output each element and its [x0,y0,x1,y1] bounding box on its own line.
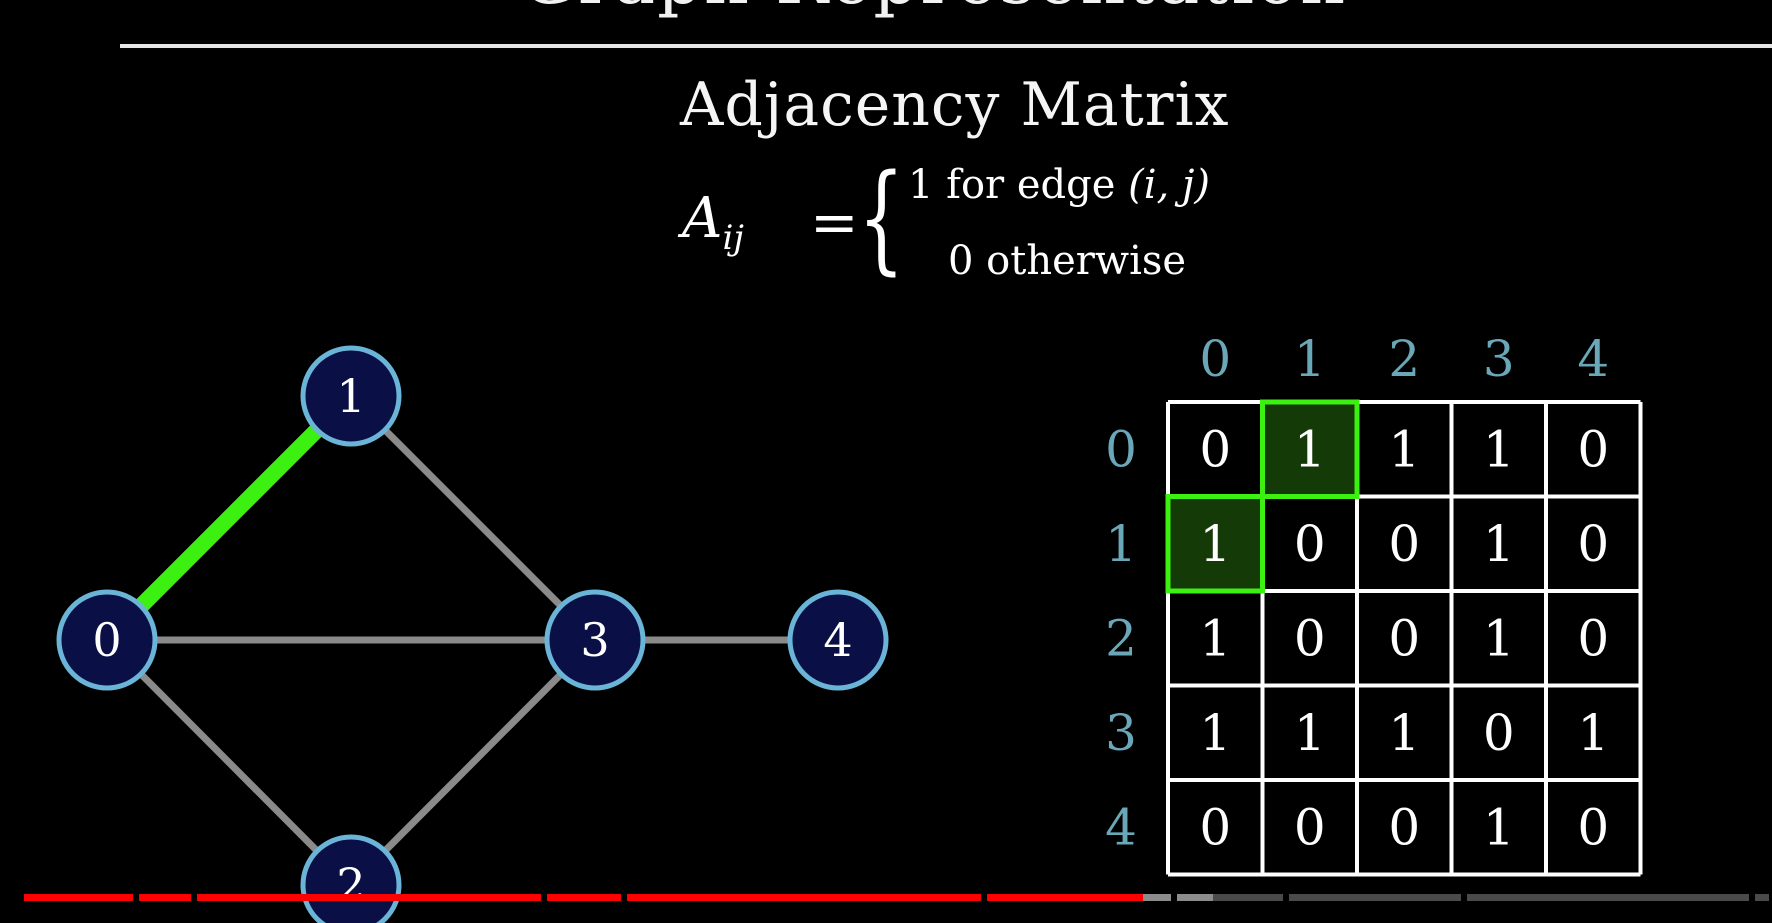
progress-remaining-segment[interactable] [1467,894,1749,901]
node-1 [300,345,402,447]
case-edge-text: 1 for edge [908,162,1129,208]
matrix-cell-4-4: 0 [1577,798,1609,856]
matrix-cell-0-0: 0 [1199,420,1231,478]
matrix-cell-3-4: 1 [1577,704,1609,762]
progress-played-segment[interactable] [547,894,621,901]
node-0 [56,589,158,691]
matrix-cell-2-3: 1 [1483,609,1515,667]
edge-0-2 [103,636,355,889]
formula-lhs: Aij [682,186,744,258]
matrix-col-header-0: 0 [1199,330,1231,388]
edge-1-3 [347,392,599,644]
progress-played-segment[interactable] [24,894,133,901]
page-title: Adjacency Matrix [680,70,1230,140]
matrix-cell-highlight-0-1 [1260,399,1360,499]
video-progress-bar[interactable] [24,894,1772,901]
title-divider [120,44,1772,48]
matrix-cell-3-0: 1 [1199,704,1231,762]
case-edge-args: (i, j) [1128,162,1210,208]
node-4 [787,589,889,691]
node-3 [544,589,646,691]
node-label-3: 3 [580,613,609,667]
matrix-row-header-1: 1 [1105,515,1137,573]
progress-played-segment[interactable] [197,894,541,901]
matrix-cell-4-1: 0 [1294,798,1326,856]
progress-remaining-segment[interactable] [1289,894,1461,901]
matrix-cell-1-0: 1 [1199,515,1231,573]
matrix-cell-0-3: 1 [1483,420,1515,478]
progress-played-segment[interactable] [139,894,191,901]
left-brace: { [858,148,905,286]
matrix-col-header-2: 2 [1388,330,1420,388]
formula-symbol: A [682,186,723,251]
matrix-cell-0-1: 1 [1294,420,1326,478]
matrix-cell-1-1: 0 [1294,515,1326,573]
node-label-2: 2 [336,858,365,912]
progress-remaining-segment[interactable] [1755,894,1769,901]
formula-equals: = [810,188,859,256]
node-label-4: 4 [823,613,852,667]
formula-case-edge: 1 for edge (i, j) [908,162,1210,208]
matrix-cell-1-3: 1 [1483,515,1515,573]
matrix-row-header-0: 0 [1105,420,1137,478]
matrix-cell-0-2: 1 [1388,420,1420,478]
matrix-cell-0-4: 0 [1577,420,1609,478]
node-label-0: 0 [92,613,121,667]
matrix-cell-2-0: 1 [1199,609,1231,667]
matrix-cell-2-4: 0 [1577,609,1609,667]
matrix-cell-highlight-1-0 [1165,494,1265,594]
progress-played-segment[interactable] [987,894,1143,901]
matrix-cell-2-2: 0 [1388,609,1420,667]
progress-buffered-segment[interactable] [1177,894,1213,901]
matrix-row-header-3: 3 [1105,704,1137,762]
progress-played-segment[interactable] [627,894,981,901]
edge-2-3 [347,636,599,889]
matrix-cell-4-2: 0 [1388,798,1420,856]
matrix-col-header-1: 1 [1294,330,1326,388]
progress-buffered-segment[interactable] [1142,894,1171,901]
matrix-cell-2-1: 0 [1294,609,1326,667]
formula-case-otherwise: 0 otherwise [948,238,1187,284]
adjacency-formula: Aij = { 1 for edge (i, j) 0 otherwise [682,148,1242,300]
matrix-cell-1-4: 0 [1577,515,1609,573]
matrix-cell-4-3: 1 [1483,798,1515,856]
edge-0-1-highlighted [99,388,359,648]
matrix-cell-3-1: 1 [1294,704,1326,762]
matrix-cell-3-3: 0 [1483,704,1515,762]
matrix-col-header-3: 3 [1483,330,1515,388]
matrix-row-header-2: 2 [1105,609,1137,667]
matrix-cell-1-2: 0 [1388,515,1420,573]
matrix-cell-4-0: 0 [1199,798,1231,856]
node-label-1: 1 [336,369,365,423]
matrix-col-header-4: 4 [1577,330,1609,388]
node-2 [300,834,402,923]
matrix-cell-3-2: 1 [1388,704,1420,762]
matrix-row-header-4: 4 [1105,798,1137,856]
formula-subscript: ij [722,218,744,259]
progress-remaining-segment[interactable] [1212,894,1283,901]
slide-title-partial: Graph Representation [520,0,1347,20]
